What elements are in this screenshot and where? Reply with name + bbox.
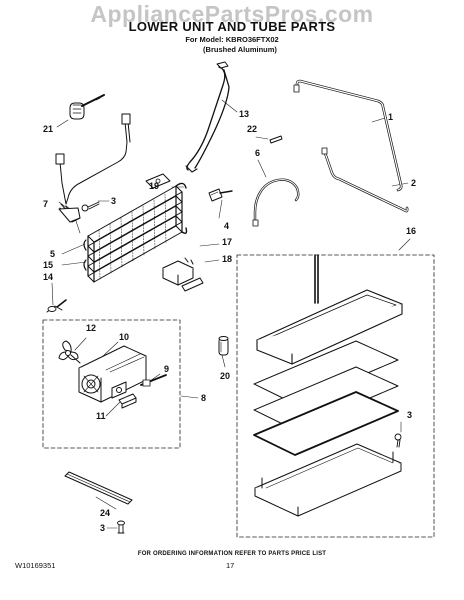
part-7-harness <box>55 113 131 223</box>
part-19-bracket <box>145 173 171 189</box>
part-10-fan-motor <box>78 345 147 403</box>
callout-15: 15 <box>43 260 54 270</box>
part-3-screw-upper <box>81 201 100 212</box>
drain-pan-liner-sheet-1 <box>253 340 399 405</box>
callout-8: 8 <box>201 393 207 403</box>
callout-11: 11 <box>96 411 106 421</box>
callout-24: 24 <box>100 508 111 518</box>
callout-14: 14 <box>43 272 54 282</box>
callout-2: 2 <box>411 178 417 188</box>
part-4-connector <box>208 188 233 202</box>
document-number: W10169351 <box>15 561 56 570</box>
part-17-sensor-box <box>162 257 194 286</box>
callout-22: 22 <box>247 124 258 134</box>
callout-3-lower: 3 <box>100 523 106 533</box>
drain-pan-insulation <box>253 391 399 456</box>
drain-pan-cover <box>254 443 402 517</box>
callout-21: 21 <box>43 124 54 134</box>
part-14-thermistor <box>46 299 67 313</box>
page-number: 17 <box>226 561 235 570</box>
callout-3-upper: 3 <box>111 196 117 206</box>
part-1-tube <box>295 79 403 192</box>
callout-13: 13 <box>239 109 250 119</box>
part-24-strip <box>64 471 133 505</box>
part-20-spacer <box>218 336 229 356</box>
callout-7: 7 <box>43 199 49 209</box>
callout-12: 12 <box>86 323 97 333</box>
part-3-screw-lower <box>117 520 125 534</box>
part-18-strip <box>181 277 204 292</box>
fan-assembly-group-box <box>42 319 181 449</box>
part-16-drain-pan <box>256 254 403 365</box>
callout-5: 5 <box>50 249 56 259</box>
part-6-hose <box>253 178 300 224</box>
callout-20: 20 <box>220 371 231 381</box>
callout-6: 6 <box>255 148 261 158</box>
finish-line: (Brushed Aluminum) <box>203 45 277 54</box>
part-21-sensor <box>69 94 105 120</box>
callout-9: 9 <box>164 364 170 374</box>
watermark: AppliancePartsPros.com <box>90 1 374 27</box>
part-3-screw-pan <box>394 433 402 448</box>
part-13-tube <box>186 66 230 171</box>
callout-10: 10 <box>119 332 130 342</box>
part-22-clip <box>269 135 283 144</box>
drain-pan-group-box <box>236 254 435 538</box>
callout-3-pan: 3 <box>407 410 413 420</box>
part-11-bracket <box>118 393 137 409</box>
part-5-evaporator-coil <box>83 182 188 283</box>
callout-19: 19 <box>149 181 160 191</box>
callout-1: 1 <box>388 112 394 122</box>
model-line: For Model: KBRO36FTX02 <box>185 35 279 44</box>
part-12-fan-blade <box>58 340 81 364</box>
ordering-note: FOR ORDERING INFORMATION REFER TO PARTS … <box>137 551 327 557</box>
callout-17: 17 <box>222 237 233 247</box>
part-9-pin <box>140 374 167 387</box>
callout-18: 18 <box>222 254 233 264</box>
callout-16: 16 <box>406 226 417 236</box>
page-title: LOWER UNIT AND TUBE PARTS <box>128 19 336 34</box>
callout-4: 4 <box>224 221 230 231</box>
